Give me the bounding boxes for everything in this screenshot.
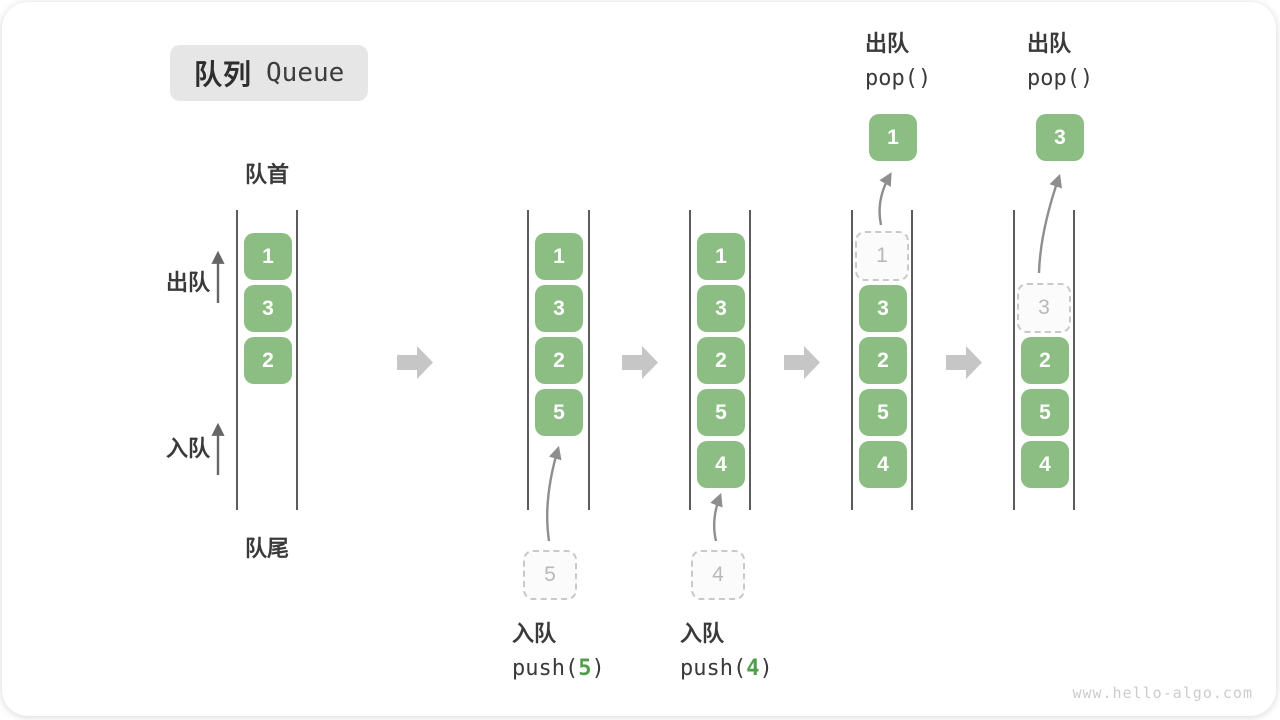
push-op-label-1: 入队 push(5) xyxy=(512,616,605,686)
queue-cell: 5 xyxy=(1021,389,1069,436)
queue-cell: 3 xyxy=(244,285,292,332)
queue-cell: 1 xyxy=(535,233,583,280)
incoming-element-ghost: 4 xyxy=(691,550,745,600)
label-dequeue-side: 出队 xyxy=(165,270,210,295)
queue-cell: 2 xyxy=(697,337,745,384)
queue-cell: 4 xyxy=(697,441,745,488)
label-queue-front: 队首 xyxy=(244,162,289,187)
queue-cell: 2 xyxy=(244,337,292,384)
queue-cell-ghost: 1 xyxy=(855,231,909,281)
title-zh: 队列 xyxy=(194,59,253,90)
pop-op-code: pop() xyxy=(865,66,932,91)
title-en: Queue xyxy=(266,58,345,88)
queue-cell: 3 xyxy=(535,285,583,332)
push-op-zh: 入队 xyxy=(680,621,725,646)
pop-op-label-2: 出队 pop() xyxy=(1027,26,1093,96)
push-fn-open: push( xyxy=(512,656,579,681)
pop-op-zh: 出队 xyxy=(1027,31,1072,56)
push-op-code: push(5) xyxy=(512,652,605,686)
queue-cell: 3 xyxy=(859,285,907,332)
queue-cell: 4 xyxy=(859,441,907,488)
label-queue-rear: 队尾 xyxy=(244,536,289,561)
queue-cell: 4 xyxy=(1021,441,1069,488)
title-badge: 队列 Queue xyxy=(170,45,369,101)
queue-cell: 5 xyxy=(535,389,583,436)
push-fn-close: ) xyxy=(759,656,773,681)
queue-cell: 5 xyxy=(697,389,745,436)
push-op-label-2: 入队 push(4) xyxy=(680,616,773,686)
queue-cell: 3 xyxy=(697,285,745,332)
queue-cell: 2 xyxy=(859,337,907,384)
popped-element: 3 xyxy=(1036,114,1084,161)
push-op-zh: 入队 xyxy=(512,621,557,646)
push-arg: 5 xyxy=(578,656,592,681)
queue-cell: 5 xyxy=(859,389,907,436)
push-fn-close: ) xyxy=(591,656,605,681)
push-arg: 4 xyxy=(746,656,760,681)
queue-cell: 1 xyxy=(244,233,292,280)
watermark: www.hello-algo.com xyxy=(1072,684,1253,702)
queue-cell: 1 xyxy=(697,233,745,280)
popped-element: 1 xyxy=(869,114,917,161)
push-op-code: push(4) xyxy=(680,652,773,686)
pop-op-zh: 出队 xyxy=(865,31,910,56)
push-fn-open: push( xyxy=(680,656,747,681)
pop-op-code: pop() xyxy=(1027,66,1094,91)
queue-cell-ghost: 3 xyxy=(1017,283,1071,333)
queue-cell: 2 xyxy=(1021,337,1069,384)
pop-op-label-1: 出队 pop() xyxy=(865,26,931,96)
queue-cell: 2 xyxy=(535,337,583,384)
label-enqueue-side: 入队 xyxy=(165,436,210,461)
incoming-element-ghost: 5 xyxy=(523,550,577,600)
